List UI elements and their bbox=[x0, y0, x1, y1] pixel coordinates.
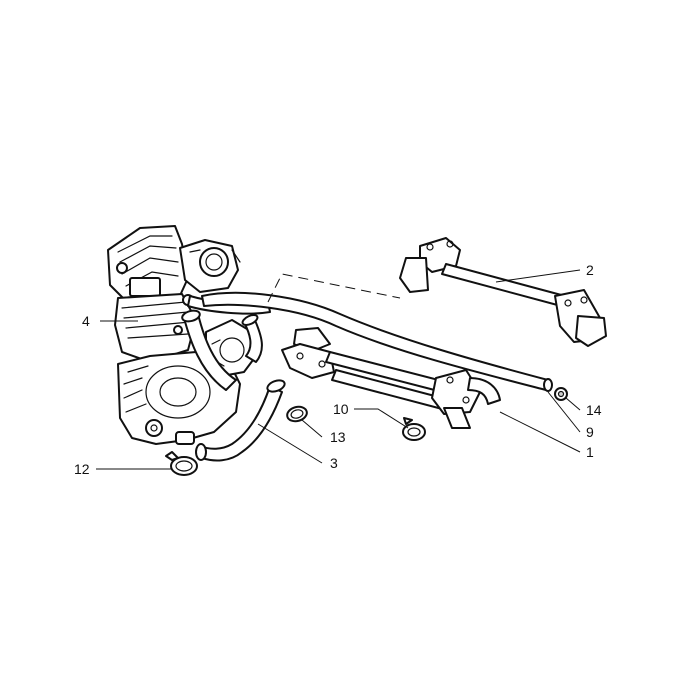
hose-clamp-13 bbox=[286, 405, 308, 423]
hose-clamp-12 bbox=[165, 451, 198, 476]
callout-14: 14 bbox=[586, 402, 602, 418]
lower-hose bbox=[195, 379, 286, 462]
upper-bracket-bar bbox=[399, 237, 607, 347]
callout-9: 9 bbox=[586, 424, 594, 440]
callout-13: 13 bbox=[330, 429, 346, 445]
clip-14 bbox=[554, 387, 568, 401]
callout-4: 4 bbox=[82, 313, 90, 329]
callout-1: 1 bbox=[586, 444, 594, 460]
engine-block bbox=[107, 225, 257, 445]
lower-bracket-bar bbox=[281, 327, 501, 429]
leader-lines bbox=[96, 269, 581, 470]
callout-3: 3 bbox=[330, 455, 338, 471]
callout-10: 10 bbox=[333, 401, 349, 417]
callout-12: 12 bbox=[74, 461, 90, 477]
callout-2: 2 bbox=[586, 262, 594, 278]
hose-clamp-10 bbox=[402, 417, 426, 441]
radiator-hose-long bbox=[201, 291, 553, 392]
